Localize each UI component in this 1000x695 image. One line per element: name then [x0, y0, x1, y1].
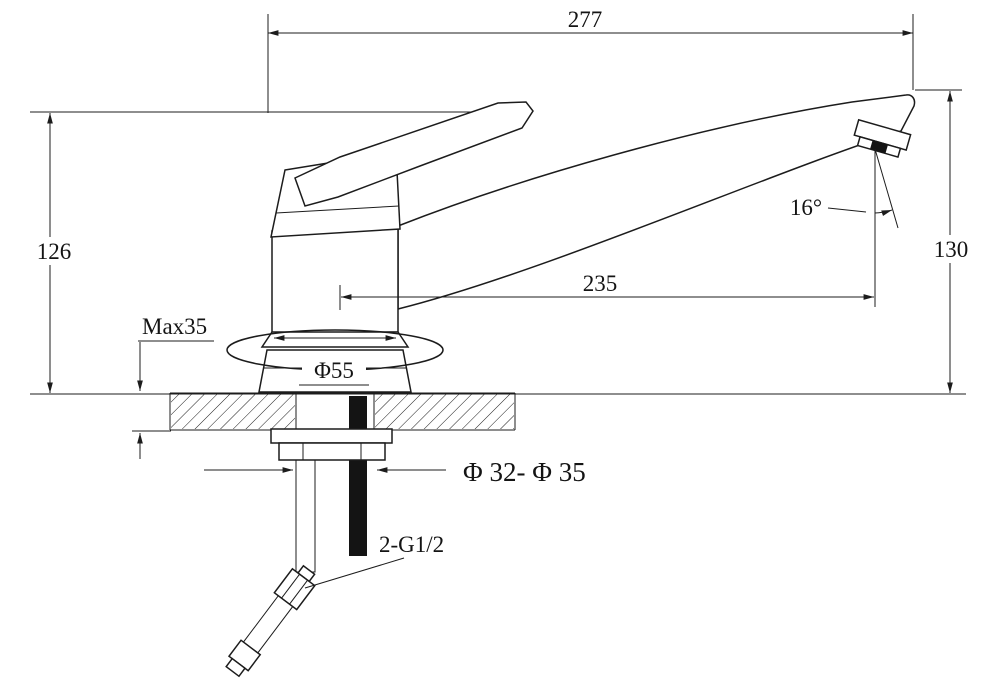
- dim-max35-label: Max35: [142, 314, 207, 339]
- black-supply-hose: [349, 396, 367, 556]
- dim-235-label: 235: [583, 271, 618, 296]
- hub-seam-line: [275, 205, 400, 214]
- lever-handle: [294, 101, 534, 207]
- aerator: [853, 118, 912, 158]
- mounting-washer: [270, 428, 393, 444]
- dim-16deg-label: 16°: [790, 195, 822, 220]
- faucet-body: [271, 223, 399, 335]
- angle-arc: [874, 209, 893, 216]
- spout: [397, 94, 916, 310]
- thread-leader-line: [304, 557, 405, 589]
- dim-hole-label: Φ 32- Φ 35: [463, 457, 586, 487]
- hose-end-fitting: [225, 564, 316, 678]
- base-flare: [260, 331, 410, 348]
- counter-hatch-left: [171, 394, 295, 429]
- dimension-annotations: 277 126 130 235 16° Max35 Φ55: [32, 7, 973, 589]
- dim-126-label: 126: [37, 239, 72, 264]
- aerator-outlet: [870, 140, 888, 154]
- end-tip: [225, 657, 247, 678]
- mounting-nut: [278, 442, 386, 461]
- countertop: [169, 392, 516, 431]
- counter-hatch-right: [375, 394, 514, 429]
- dim-thread-label: 2-G1/2: [379, 532, 444, 557]
- under-counter-assembly: [225, 396, 393, 678]
- angle-leader-line: [827, 207, 867, 213]
- dim-277-label: 277: [568, 7, 603, 32]
- dim-phi55-label: Φ55: [314, 358, 354, 383]
- angle-reference-line: [874, 148, 899, 229]
- dim-130-label: 130: [934, 237, 969, 262]
